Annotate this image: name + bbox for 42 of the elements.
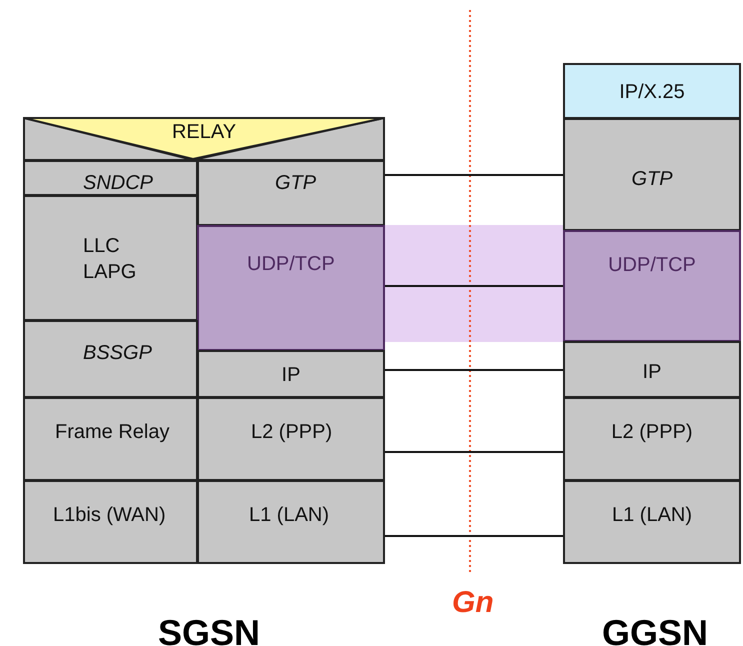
protocol-layer-box: [563, 341, 741, 398]
protocol-layer-box: [563, 397, 741, 481]
node-name: GGSN: [602, 612, 708, 646]
connector-line: [385, 535, 563, 537]
relay-triangle: [23, 117, 385, 160]
layer-label: Frame Relay: [55, 420, 170, 445]
interface-label: Gn: [452, 586, 494, 620]
layer-label: L2 (PPP): [251, 420, 332, 445]
layer-label: RELAY: [170, 120, 238, 145]
protocol-layer-box: [197, 480, 385, 564]
layer-label: BSSGP: [83, 341, 152, 366]
layer-label: LLC LAPG: [83, 234, 138, 285]
protocol-layer-box: [197, 397, 385, 481]
layer-label: GTP: [275, 171, 316, 196]
protocol-layer-box: [197, 160, 385, 226]
layer-label: UDP/TCP: [607, 253, 697, 278]
layer-label: L1 (LAN): [610, 503, 694, 528]
layer-label: IP: [642, 360, 662, 385]
protocol-layer-box: [197, 350, 385, 398]
connector-line: [385, 285, 563, 287]
layer-label: GTP: [630, 167, 674, 192]
layer-label: L2 (PPP): [610, 420, 694, 445]
protocol-layer-box: [23, 320, 198, 398]
protocol-layer-box: [23, 195, 198, 321]
node-name: SGSN: [158, 612, 260, 646]
layer-label: IP/X.25: [618, 80, 686, 105]
protocol-layer-box: [563, 480, 741, 564]
connector-line: [385, 174, 563, 176]
protocol-layer-box: [23, 397, 198, 481]
protocol-layer-box: [23, 160, 198, 196]
layer-label: SNDCP: [83, 171, 154, 196]
layer-label: L1 (LAN): [249, 503, 330, 528]
layer-label: UDP/TCP: [247, 252, 335, 277]
protocol-layer-box: [563, 118, 741, 231]
protocol-layer-box: [23, 480, 198, 564]
connector-line: [385, 451, 563, 453]
protocol-layer-box: [563, 63, 741, 119]
protocol-layer-box: [563, 230, 741, 342]
connector-line: [385, 369, 563, 371]
layer-label: IP: [280, 363, 302, 388]
protocol-layer-box: [197, 225, 385, 351]
layer-label: L1bis (WAN): [53, 503, 166, 528]
